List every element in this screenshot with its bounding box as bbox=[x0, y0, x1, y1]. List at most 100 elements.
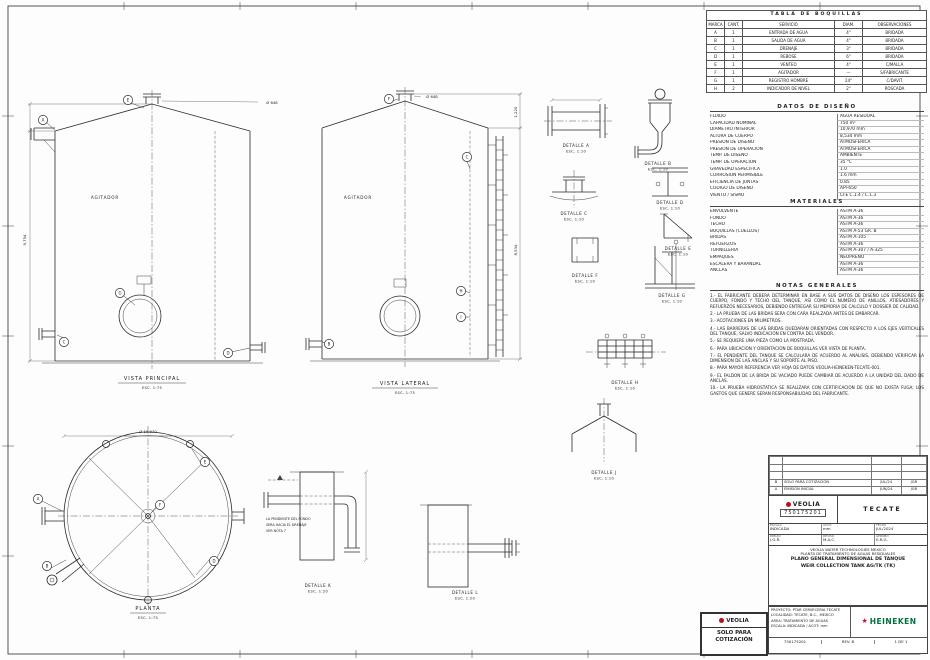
revision-row bbox=[769, 471, 927, 480]
project-info-line: AREA: TRATAMIENTO DE AGUAS bbox=[771, 618, 829, 623]
svg-text:ESC. 1:20: ESC. 1:20 bbox=[308, 590, 329, 594]
drawing-title-es: PLANO GENERAL DIMENSIONAL DE TANQUE bbox=[790, 557, 906, 563]
lateral-view-scale: ESC. 1:75 bbox=[395, 391, 415, 395]
svg-text:ESC. 1:20: ESC. 1:20 bbox=[455, 597, 476, 601]
stamp-text: SOLO PARA COTIZACIÓN bbox=[715, 630, 753, 643]
dim-apex-lateral: Ø 648 bbox=[426, 94, 438, 99]
svg-text:DETALLE L: DETALLE L bbox=[452, 590, 479, 595]
svg-text:ESC. 1:10: ESC. 1:10 bbox=[668, 253, 689, 257]
balloon: D bbox=[226, 351, 229, 356]
info-cell: ACOT.mm bbox=[822, 523, 875, 534]
veolia-dot-icon bbox=[785, 502, 791, 507]
front-inner-label: AGITADOR bbox=[91, 195, 119, 200]
sheet-count: 1 DE 1 bbox=[894, 639, 908, 645]
balloon: E bbox=[127, 98, 130, 103]
sheet-revision: REV. B bbox=[822, 640, 875, 645]
drawing-number: 750175201 bbox=[780, 509, 826, 517]
detail-sketches bbox=[263, 88, 695, 588]
svg-text:ESC. 1:10: ESC. 1:10 bbox=[566, 150, 587, 154]
svg-text:VER NOTA 7: VER NOTA 7 bbox=[266, 529, 286, 533]
heineken-star-icon: ★ bbox=[861, 617, 868, 626]
balloon: I bbox=[460, 315, 461, 320]
balloon: D bbox=[212, 559, 215, 564]
heineken-logo: ★ HEINEKEN bbox=[851, 607, 927, 637]
revision-row bbox=[769, 463, 927, 472]
veolia-wordmark: VEOLIA bbox=[792, 501, 821, 508]
svg-text:ESC. 1:10: ESC. 1:10 bbox=[648, 168, 669, 172]
balloon: C bbox=[466, 155, 469, 160]
balloon: B bbox=[328, 342, 331, 347]
dim-front-height: 9,754 bbox=[22, 234, 27, 245]
balloon: A bbox=[42, 118, 45, 123]
note-item: 8.- PARA MAYOR REFERENCIA VER HOJA DE DA… bbox=[710, 365, 881, 371]
materials-title: MATERIALES bbox=[710, 199, 924, 207]
balloon: F bbox=[388, 97, 391, 102]
dim-lateral-cone: 1,220 bbox=[513, 106, 518, 117]
note-item: 10.- LA PRUEBA HIDROSTATICA SE REALIZARA… bbox=[710, 385, 924, 396]
svg-text:ESC. 1:10: ESC. 1:10 bbox=[594, 477, 615, 481]
svg-text:LA PENDIENTE DEL FONDO: LA PENDIENTE DEL FONDO bbox=[266, 517, 311, 521]
design-data-title: DATOS DE DISEÑO bbox=[710, 104, 924, 112]
svg-text:ESC. 1:10: ESC. 1:10 bbox=[615, 387, 636, 391]
svg-text:DETALLE A: DETALLE A bbox=[563, 143, 590, 148]
note-item: 9.- EL FALDON DE LA BRIDA DE VACIADO PUE… bbox=[710, 372, 924, 384]
general-notes-panel: NOTAS GENERALES 1.- EL FABRICANTE DEBERA… bbox=[710, 283, 924, 451]
company-line: VEOLIA WATER TECHNOLOGIES MEXICO bbox=[810, 546, 886, 552]
drawing-title-en: WEIR COLLECTION TANK AG/TK (TK) bbox=[800, 563, 896, 569]
balloon-callouts: E A G C D F C H I B A B F E D bbox=[33, 94, 472, 571]
plan-view-scale: ESC. 1:75 bbox=[138, 616, 158, 620]
note-item: 5.- SE REQUIERE UNA PIEZA COMO LA MOSTRA… bbox=[710, 338, 815, 344]
front-view-label: VISTA PRINCIPAL bbox=[124, 376, 180, 382]
svg-text:DETALLE D: DETALLE D bbox=[656, 200, 683, 205]
brand-row: VEOLIA 750175201 TECATE bbox=[769, 494, 927, 523]
veolia-logo-cell: VEOLIA 750175201 bbox=[769, 495, 838, 523]
balloon: A bbox=[37, 497, 40, 502]
revision-row bbox=[769, 456, 927, 465]
svg-text:SERA HACIA EL DRENAJE: SERA HACIA EL DRENAJE bbox=[266, 523, 307, 527]
svg-text:DETALLE B: DETALLE B bbox=[645, 161, 672, 166]
balloon: C bbox=[63, 340, 66, 345]
note-item: 1.- EL FABRICANTE DEBERA DETERMINAR EN B… bbox=[710, 293, 924, 309]
dimension-texts: 9,754 1,220 8,534 Ø 10,970 Ø 648 Ø 648 bbox=[22, 94, 518, 434]
note-item: 3.- ACOTACIONES EN MILIMETROS. bbox=[710, 318, 782, 324]
nozzle-table-title: TABLA DE BOQUILLAS bbox=[705, 10, 928, 21]
plan-view-label: PLANTA bbox=[135, 606, 160, 612]
balloon: F bbox=[159, 503, 162, 508]
svg-text:ESC. 1:10: ESC. 1:10 bbox=[662, 300, 683, 304]
dim-lateral-height: 8,534 bbox=[513, 244, 518, 255]
notes-title: NOTAS GENERALES bbox=[710, 283, 924, 291]
svg-text:ESC. 1:10: ESC. 1:10 bbox=[660, 207, 681, 211]
